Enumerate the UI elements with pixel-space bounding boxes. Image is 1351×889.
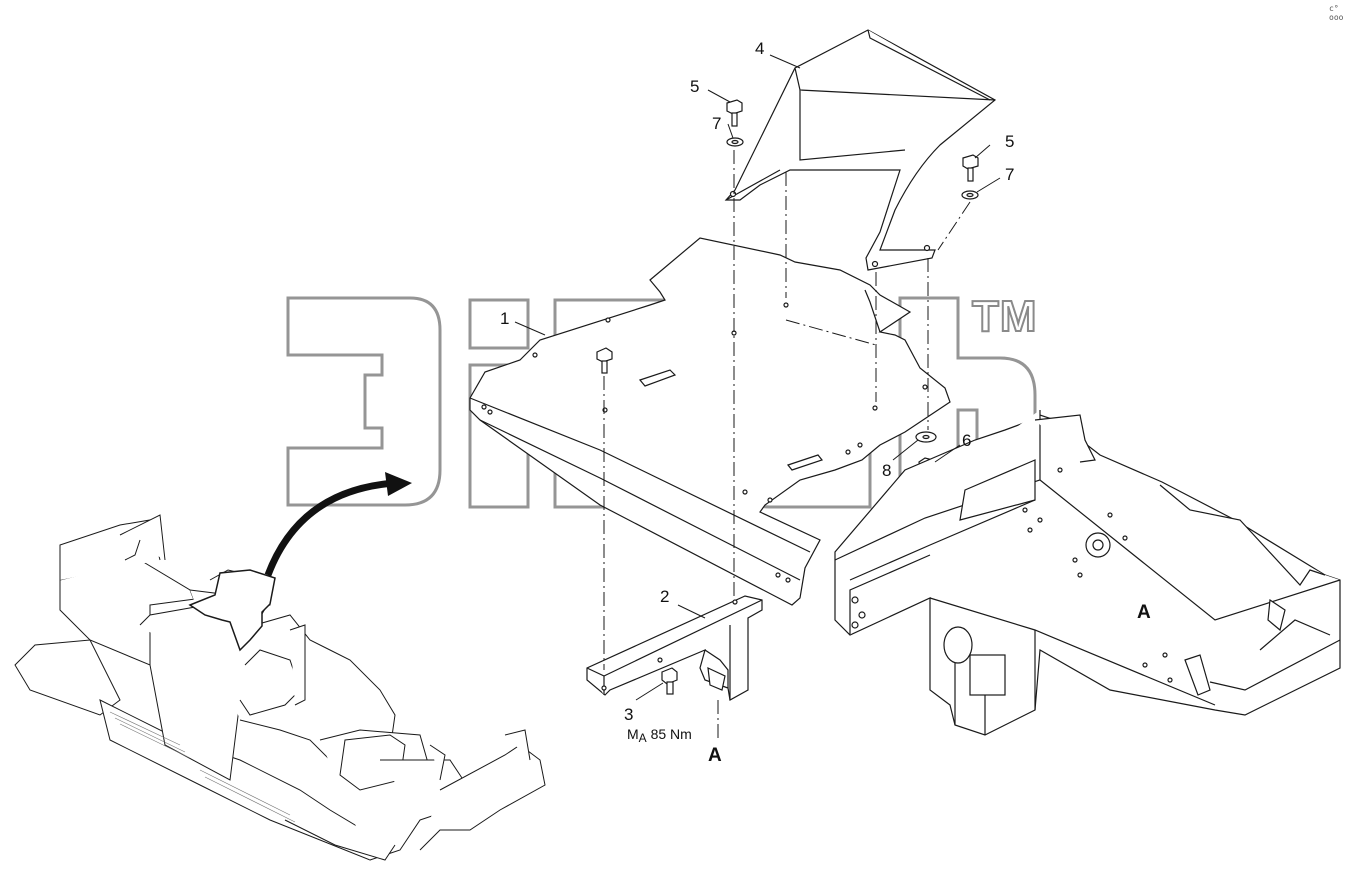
leader-lines [514,54,1001,701]
callout-4: 4 [755,39,765,58]
callout-5-left: 5 [690,77,700,96]
part-7-washer-left [726,137,744,147]
torque-prefix: M [627,726,639,742]
part-5-bolt-right [962,154,979,182]
part-4-cover-hood [724,29,997,271]
machine-frame [834,410,1341,736]
torque-value: 85 Nm [646,726,692,742]
callout-7-right: 7 [1005,165,1015,184]
part-5-bolt-left [726,99,743,127]
part-1-base-plate [469,237,951,606]
callout-2: 2 [660,587,670,606]
bolt-base-plate [596,347,613,374]
section-mark-a-bracket: A [708,745,722,766]
part-7-washer-right [961,190,979,200]
section-mark-a-frame: A [1137,602,1151,623]
corner-reference-mark: c° ooo [1329,4,1344,22]
part-3-bolt [661,667,678,695]
callout-7-left: 7 [712,114,722,133]
callout-1: 1 [500,309,510,328]
part-2-bracket [586,595,763,701]
torque-spec: MA 85 Nm [627,726,692,745]
callout-3: 3 [624,705,634,724]
part-8-washer [915,431,937,443]
callout-8: 8 [882,461,892,480]
trademark-symbol: TM [971,291,1038,342]
paver-overview [14,514,546,861]
callout-5-right: 5 [1005,132,1015,151]
pointer-arrow [264,472,412,577]
callout-6: 6 [962,431,972,450]
torque-subscript: A [638,731,647,745]
